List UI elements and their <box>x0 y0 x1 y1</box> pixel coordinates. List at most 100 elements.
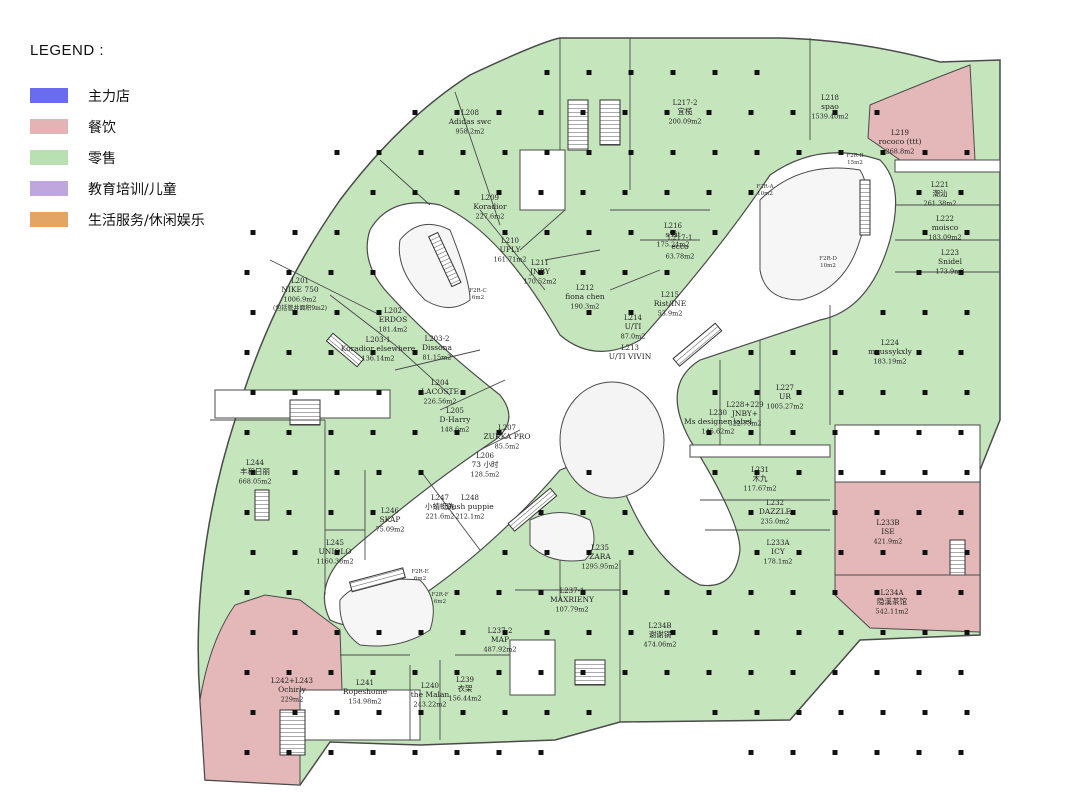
column <box>244 510 250 515</box>
column <box>544 630 550 635</box>
column <box>544 710 550 715</box>
column <box>796 630 802 635</box>
unit-code: L222 <box>936 215 954 223</box>
column <box>832 750 838 755</box>
unit-area: 487.92m2 <box>483 646 516 654</box>
shaft-label: F2R-C <box>469 288 487 294</box>
column <box>880 470 886 475</box>
column <box>838 630 844 635</box>
column <box>538 590 544 595</box>
unit-name: Ms designer label <box>684 417 753 426</box>
column <box>376 710 382 715</box>
stair <box>567 99 589 151</box>
column <box>418 710 424 715</box>
column <box>922 390 928 395</box>
unit-name: UPLY <box>500 245 522 254</box>
column <box>628 310 634 315</box>
column <box>370 190 376 195</box>
unit-name: 潮汕 <box>933 188 948 198</box>
column <box>958 750 964 755</box>
column <box>874 510 880 515</box>
unit-name: 衣架 <box>458 683 473 693</box>
shaft-area: 6m2 <box>472 295 484 301</box>
column <box>838 470 844 475</box>
column <box>496 590 502 595</box>
column <box>964 150 970 155</box>
unit-name: Rist/INE <box>654 299 686 308</box>
unit-code: L219 <box>891 129 909 137</box>
column <box>334 630 340 635</box>
column <box>496 670 502 675</box>
column <box>460 630 466 635</box>
column <box>250 310 256 315</box>
unit-name: JNBY+ <box>731 409 758 418</box>
column <box>418 150 424 155</box>
unit-code: L205 <box>446 407 464 415</box>
column <box>244 670 250 675</box>
column <box>664 190 670 195</box>
unit-name: spao <box>821 102 839 111</box>
column <box>586 150 592 155</box>
escalator <box>507 487 558 532</box>
column <box>334 710 340 715</box>
zone-l244 <box>199 594 343 786</box>
column <box>286 270 292 275</box>
column <box>754 710 760 715</box>
column <box>460 390 466 395</box>
column <box>796 390 802 395</box>
shaft-area: 15m2 <box>847 160 863 166</box>
unit-code: L231 <box>751 466 769 474</box>
column <box>328 510 334 515</box>
column <box>922 310 928 315</box>
column <box>292 230 298 235</box>
unit-code: L247 <box>431 494 449 502</box>
